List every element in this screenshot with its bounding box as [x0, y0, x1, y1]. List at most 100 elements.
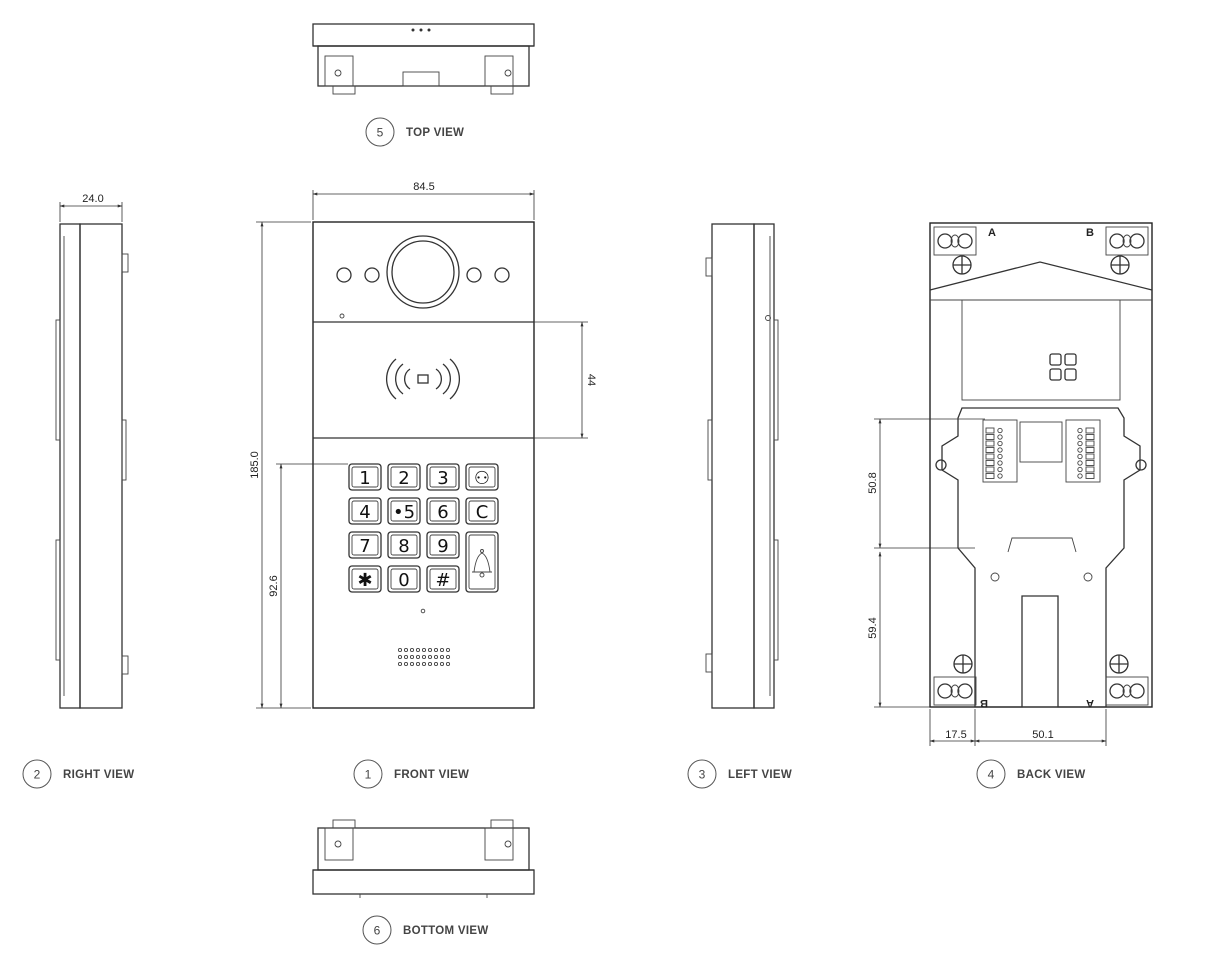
back-view: A B B A [929, 222, 1153, 709]
terminal-screw [1077, 447, 1083, 453]
keypad-key: ✱ [348, 565, 382, 593]
speaker-hole [397, 661, 403, 667]
terminal-screw [1077, 460, 1083, 466]
terminal-screw [997, 466, 1003, 473]
speaker-hole [427, 661, 433, 667]
cross-screw-icon [952, 255, 972, 275]
terminal-pin [1085, 447, 1095, 453]
speaker-hole [415, 661, 421, 667]
key-label: 0 [398, 570, 409, 591]
speaker-hole [421, 654, 427, 660]
bottom-view [312, 819, 535, 898]
bottom-view-label: BOTTOM VIEW [403, 925, 489, 937]
cross-screw-icon [1110, 255, 1130, 275]
terminal-pin [1085, 427, 1095, 434]
rfid-height-dimension: 44 [534, 321, 597, 439]
front-view-caption: 1 FRONT VIEW [353, 759, 469, 789]
back-left-value: 17.5 [945, 729, 966, 741]
screw-icon [933, 226, 977, 256]
terminal-pin [985, 460, 995, 466]
camera-ring [386, 235, 460, 309]
key-label: 6 [437, 502, 448, 523]
front-view [312, 221, 535, 709]
front-view-label: FRONT VIEW [394, 769, 469, 781]
key-label: 3 [437, 468, 448, 489]
rfid-icon [386, 358, 460, 400]
key-label: 4 [359, 502, 370, 523]
left-view-label: LEFT VIEW [728, 769, 792, 781]
terminal-screw [997, 447, 1003, 453]
width-dimension: 84.5 [312, 181, 535, 220]
speaker-hole [421, 647, 427, 653]
left-view [705, 223, 779, 709]
speaker-hole [403, 654, 409, 660]
terminal-blocks [985, 427, 1095, 479]
speaker-hole [415, 654, 421, 660]
right-view [55, 223, 129, 709]
top-view-label: TOP VIEW [406, 127, 464, 139]
back-view-caption: 4 BACK VIEW [976, 759, 1085, 789]
terminal-screw [997, 427, 1003, 434]
screw-icon [933, 676, 977, 706]
terminal-screw [997, 460, 1003, 466]
speaker-hole [409, 647, 415, 653]
terminal-pin [1085, 473, 1095, 479]
terminal-pin [985, 434, 995, 440]
depth-value: 24.0 [82, 193, 103, 205]
terminal-pin [985, 440, 995, 447]
keypad-key: 2 [387, 463, 421, 491]
speaker-hole [439, 661, 445, 667]
top-view-number: 5 [377, 126, 384, 140]
key-label: 2 [398, 468, 409, 489]
terminal-screw [1077, 453, 1083, 460]
speaker-hole [445, 647, 451, 653]
back-upper-value: 50.8 [867, 472, 879, 493]
back-horizontal-dimensions: 17.5 50.1 [929, 709, 1107, 746]
speaker-hole [427, 647, 433, 653]
keypad-key: •5 [387, 497, 421, 525]
back-view-number: 4 [988, 768, 995, 782]
terminal-pin [985, 473, 995, 479]
keypad-key: 9 [426, 531, 460, 559]
back-lower-dimension: 59.4 [867, 551, 930, 708]
keypad-key: ⚇ [465, 463, 499, 491]
keypad-key: 4 [348, 497, 382, 525]
key-label: •5 [393, 502, 415, 523]
height-value: 185.0 [249, 451, 261, 479]
key-label: 9 [437, 536, 448, 557]
speaker-hole [397, 647, 403, 653]
key-label: 7 [359, 536, 370, 557]
top-view [312, 23, 535, 95]
terminal-pin [985, 447, 995, 453]
terminal-pin [1085, 460, 1095, 466]
marker-b-bottom: B [980, 697, 988, 709]
screw-icon [1105, 226, 1149, 256]
speaker-hole [397, 654, 403, 660]
speaker-hole [403, 661, 409, 667]
speaker-hole [403, 647, 409, 653]
keypad-height-value: 92.6 [268, 575, 280, 596]
right-view-caption: 2 RIGHT VIEW [22, 759, 134, 789]
back-upper-dimension: 50.8 [867, 418, 985, 549]
back-lower-value: 59.4 [867, 617, 879, 638]
keypad-key: 3 [426, 463, 460, 491]
marker-b-top: B [1086, 227, 1094, 239]
cross-screw-icon [953, 654, 973, 674]
terminal-pin [985, 427, 995, 434]
rfid-height-value: 44 [585, 374, 597, 386]
height-dimension: 185.0 [249, 221, 311, 709]
terminal-screw [997, 453, 1003, 460]
key-label: C [476, 502, 489, 523]
terminal-screw [1077, 440, 1083, 447]
left-view-caption: 3 LEFT VIEW [687, 759, 792, 789]
back-span-value: 50.1 [1032, 729, 1053, 741]
front-view-number: 1 [365, 768, 372, 782]
terminal-pin [1085, 434, 1095, 440]
terminal-screw [997, 473, 1003, 479]
keypad-key: 8 [387, 531, 421, 559]
speaker-hole [427, 654, 433, 660]
keypad-key: 7 [348, 531, 382, 559]
keypad: 1 2 3 ⚇ 4 •5 6 C 7 8 9 ✱ 0 # [348, 463, 499, 593]
cross-screw-icon [1109, 654, 1129, 674]
